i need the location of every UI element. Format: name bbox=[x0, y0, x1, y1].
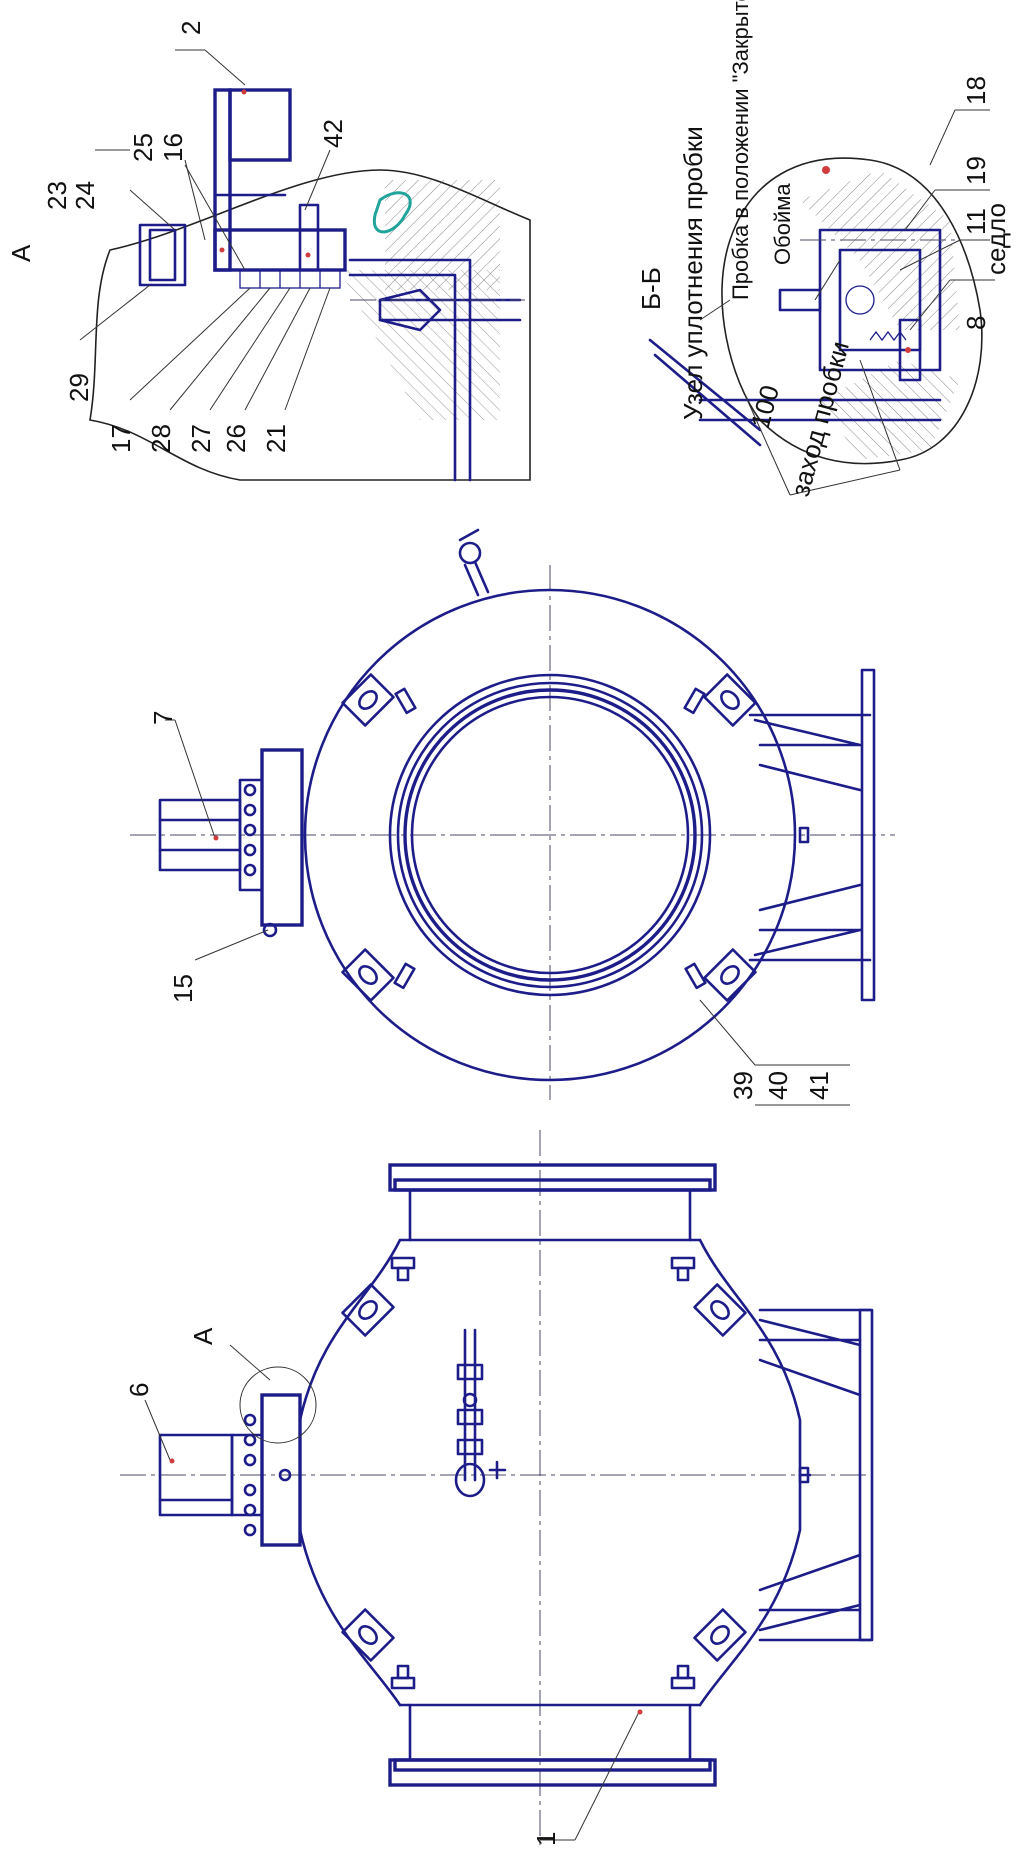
detail-a bbox=[79, 49, 531, 482]
label-42: 42 bbox=[318, 119, 348, 148]
label-11: 11 bbox=[961, 208, 991, 235]
label-23: 23 bbox=[42, 181, 72, 210]
front-lugs bbox=[341, 673, 757, 1002]
top-mount-flange bbox=[260, 1393, 302, 1547]
part-6-drive bbox=[158, 1433, 234, 1517]
part-7-drive bbox=[158, 798, 242, 872]
label-29: 29 bbox=[64, 373, 94, 402]
label-1: 1 bbox=[531, 1832, 561, 1846]
bore-outer bbox=[388, 673, 712, 997]
label-2: 2 bbox=[176, 21, 206, 35]
label-dim-100: 100 bbox=[745, 382, 785, 432]
drain-valve-assembly bbox=[454, 1328, 507, 1498]
front-support bbox=[748, 668, 876, 1002]
body-left-contour bbox=[298, 1238, 402, 1707]
bottom-support bbox=[758, 1308, 874, 1642]
upper-flange bbox=[388, 1163, 717, 1192]
lower-flange bbox=[388, 1758, 717, 1787]
label-7: 7 bbox=[148, 711, 178, 725]
detail-part-2 bbox=[228, 88, 292, 162]
label-seal-title: Узел уплотнения пробки bbox=[678, 126, 708, 420]
label-8: 8 bbox=[961, 316, 991, 330]
label-26: 26 bbox=[221, 424, 251, 453]
label-24: 24 bbox=[70, 181, 100, 210]
label-16: 16 bbox=[158, 133, 188, 162]
label-detail-a: А bbox=[6, 244, 36, 262]
label-19: 19 bbox=[961, 156, 991, 185]
label-obojma: Обойма bbox=[770, 183, 795, 265]
label-21: 21 bbox=[261, 424, 291, 453]
label-39: 39 bbox=[728, 1071, 758, 1100]
front-mount-flange bbox=[260, 748, 304, 927]
seal-ring bbox=[372, 191, 412, 234]
label-28: 28 bbox=[146, 424, 176, 453]
label-17: 17 bbox=[106, 424, 136, 453]
side-lugs bbox=[341, 1283, 747, 1662]
label-15: 15 bbox=[168, 974, 198, 1003]
vent-fitting bbox=[458, 528, 490, 597]
label-40: 40 bbox=[763, 1071, 793, 1100]
detail-a-circle bbox=[239, 1366, 317, 1444]
label-section-bb: Б-Б bbox=[636, 267, 666, 310]
label-view-a: А bbox=[188, 1327, 218, 1345]
label-27: 27 bbox=[186, 424, 216, 453]
section-bb bbox=[648, 109, 995, 496]
front-view bbox=[130, 528, 895, 1106]
label-plug-position: Пробка в положении "Закрыто" bbox=[728, 0, 753, 300]
label-6: 6 bbox=[124, 1383, 154, 1397]
label-25: 25 bbox=[128, 133, 158, 162]
label-18: 18 bbox=[961, 76, 991, 105]
label-sedlo: седло bbox=[981, 203, 1011, 275]
labels: 1 6 А 7 15 39 40 41 А 2 25 16 42 23 24 2… bbox=[6, 0, 1011, 1846]
side-view bbox=[120, 1130, 874, 1850]
body-outer-circle bbox=[303, 588, 797, 1082]
label-41: 41 bbox=[804, 1071, 834, 1100]
